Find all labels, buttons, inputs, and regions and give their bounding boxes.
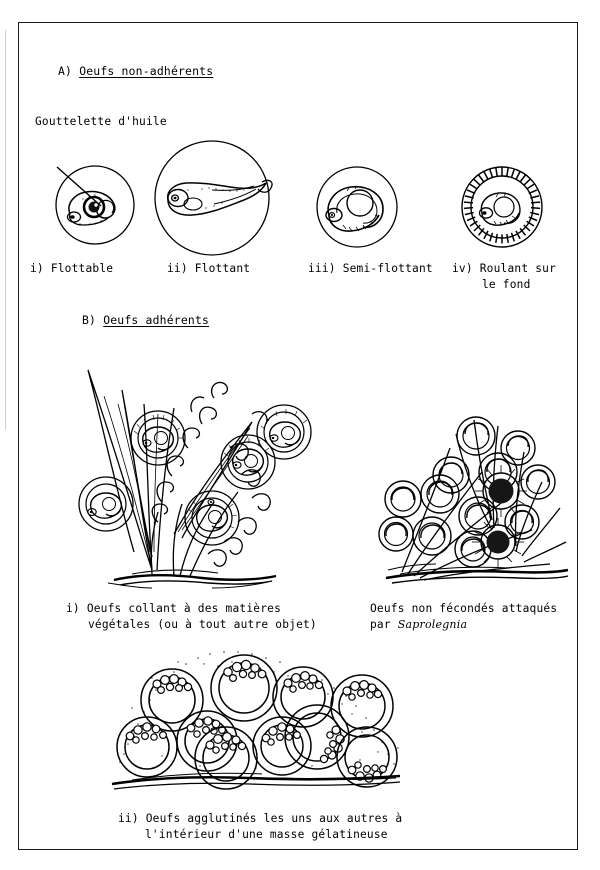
- caption-egg-i-text: Flottable: [50, 262, 114, 275]
- figure-eggs-on-plant: [78, 369, 312, 589]
- figure-eggs-saprolegnia: [378, 416, 569, 584]
- caption-egg-i-prefix: i): [30, 262, 44, 275]
- oil-droplet-label: Gouttelette d'huile: [35, 115, 167, 128]
- caption-egg-iii: iii) Semi-flottant: [308, 261, 433, 276]
- caption-saprolegnia-line2: par Saprolegnia: [370, 617, 467, 632]
- caption-plant-line1: i) Oeufs collant à des matières: [66, 601, 281, 616]
- caption-gelatinous-line1: ii) Oeufs agglutinés les uns aux autres …: [118, 811, 402, 826]
- caption-saprolegnia-prefix: par: [370, 618, 398, 631]
- caption-egg-iv-text: Roulant sur: [479, 262, 557, 275]
- caption-egg-ii-text: Flottant: [194, 262, 251, 275]
- figure-egg-floatable: [55, 165, 135, 245]
- scan-edge-artifact: [5, 30, 6, 430]
- infected-egg-lower: [472, 518, 524, 567]
- page-border: [18, 22, 578, 850]
- infected-egg-upper: [475, 465, 527, 517]
- section-a-title: Oeufs non-adhérents: [79, 64, 214, 78]
- figure-egg-rolling-bottom: [461, 166, 543, 248]
- caption-egg-iv-line1: iv) Roulant sur: [452, 261, 556, 276]
- caption-saprolegnia-genus: Saprolegnia: [397, 618, 468, 631]
- section-a-prefix: A): [58, 64, 73, 78]
- section-b-prefix: B): [82, 313, 97, 327]
- section-b-heading: B) Oeufs adhérents: [82, 313, 209, 328]
- caption-gelatinous-prefix: ii): [118, 812, 139, 825]
- figure-eggs-gelatinous-mass: [111, 651, 401, 790]
- caption-saprolegnia-line1: Oeufs non fécondés attaqués: [370, 602, 558, 615]
- caption-plant-line2: végétales (ou à tout autre objet): [88, 618, 317, 631]
- caption-egg-iii-text: Semi-flottant: [342, 262, 433, 275]
- caption-plant-text1: Oeufs collant à des matières: [86, 602, 282, 615]
- caption-gelatinous-line2: l'intérieur d'une masse gélatineuse: [145, 828, 388, 841]
- caption-egg-ii: ii) Flottant: [167, 261, 250, 276]
- oil-droplet-pointer-line: [56, 166, 102, 207]
- caption-egg-iv-prefix: iv): [452, 262, 473, 275]
- caption-gelatinous-text1: Oeufs agglutinés les uns aux autres à: [145, 812, 403, 825]
- caption-egg-ii-prefix: ii): [167, 262, 188, 275]
- figure-egg-floating-larva: [154, 140, 273, 256]
- figure-egg-semifloating: [316, 166, 398, 248]
- section-b-title: Oeufs adhérents: [103, 313, 210, 327]
- caption-egg-i: i) Flottable: [30, 261, 113, 276]
- caption-plant-prefix: i): [66, 602, 80, 615]
- caption-egg-iv-line2: le fond: [482, 278, 531, 291]
- section-a-heading: A) Oeufs non-adhérents: [58, 64, 213, 79]
- caption-egg-iii-prefix: iii): [308, 262, 336, 275]
